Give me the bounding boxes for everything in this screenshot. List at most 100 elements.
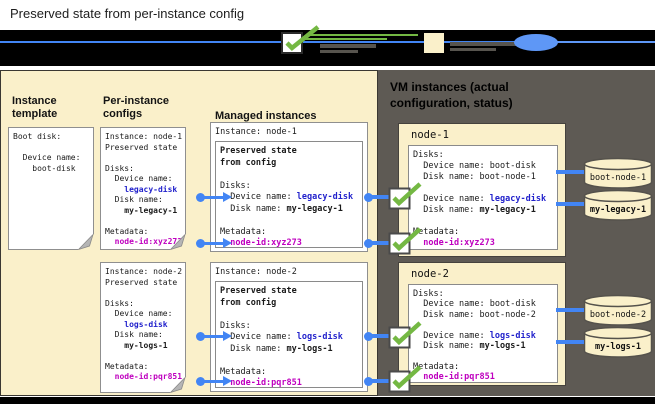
disk-cylinder-boot-node-2: boot-node-2 (583, 294, 653, 326)
connector-line (370, 241, 396, 245)
legend-text-remnant (320, 50, 358, 53)
config-line: Disk name: boot-node-2 (413, 309, 536, 320)
disk-label: my-logs-1 (595, 342, 641, 352)
managed-instance-preserved-state-box-node-1: Preserved state from config Disks: Devic… (215, 141, 363, 248)
applied-check-icon (281, 25, 320, 54)
config-line: node-id:pqr851 (220, 378, 302, 388)
config-line: Metadata: (413, 227, 460, 237)
config-line: boot-disk (13, 163, 76, 173)
applied-check-icon (388, 182, 422, 210)
config-line (105, 288, 183, 299)
connector-arrow-icon (223, 376, 232, 386)
connector-line (203, 380, 223, 383)
connector-line (556, 308, 584, 312)
config-line: node-id:xyz273 (105, 237, 183, 246)
config-line: Disk name: (105, 330, 163, 339)
connector-dot (364, 377, 373, 386)
config-line: Instance: node-1 (105, 132, 183, 141)
config-line: Metadata: (220, 366, 267, 377)
legend-bar (0, 25, 655, 66)
connector-dot (364, 332, 373, 341)
config-line (220, 215, 360, 227)
config-line: Metadata: (105, 361, 149, 371)
config-line: Disks: (105, 163, 134, 173)
connector-line (370, 379, 396, 383)
config-line: Preserved state (220, 146, 297, 156)
config-line (220, 309, 360, 321)
instance-template-header: Instance template (12, 95, 58, 120)
config-line: Device name: legacy-disk (413, 194, 547, 204)
config-line: Device name: boot-disk (413, 299, 536, 310)
managed-instance-preserved-state-box-node-2: Preserved state from config Disks: Devic… (215, 281, 363, 388)
folded-corner-icon (78, 234, 94, 250)
connector-line (556, 202, 584, 206)
disk-cylinder-my-legacy-1: my-legacy-1 (583, 189, 653, 221)
config-line (220, 355, 360, 367)
config-line: Device name: boot-disk (413, 161, 536, 171)
config-line: Preserved state (105, 277, 178, 287)
config-line: my-legacy-1 (105, 205, 178, 215)
config-line: from config (220, 157, 277, 168)
config-line (413, 183, 555, 194)
managed-instances-title: Managed instances (215, 110, 317, 122)
legend-text-remnant (450, 48, 496, 51)
config-line: node-id:xyz273 (220, 238, 302, 248)
config-line: Device name: (105, 309, 173, 318)
config-line: node-id:xyz273 (413, 238, 495, 248)
config-line (413, 320, 555, 330)
config-line (220, 169, 360, 181)
per-instance-config-card-node-2: Instance: node-2 Preserved state Disks: … (100, 262, 186, 393)
config-line: Boot disk: (13, 132, 62, 141)
connector-arrow-icon (223, 192, 232, 202)
disk-cylinder-boot-node-1: boot-node-1 (583, 157, 653, 189)
connector-dot (364, 193, 373, 202)
config-line: Device name: (13, 153, 81, 162)
vm-node-1-title: node-1 (411, 129, 449, 141)
config-line: Metadata: (220, 226, 267, 237)
config-line: Instance: node-2 (215, 267, 297, 277)
connector-line (556, 340, 584, 344)
legend-text-remnant (320, 44, 376, 48)
applied-check-icon (388, 365, 422, 393)
disk-cylinder-my-logs-1: my-logs-1 (583, 326, 653, 358)
config-line (413, 351, 555, 361)
connector-arrow-icon (223, 331, 232, 341)
config-line (105, 216, 183, 227)
config-line: Disks: (105, 298, 134, 308)
config-line: logs-disk (105, 319, 168, 329)
connector-line (203, 196, 223, 199)
connector-line (370, 195, 396, 199)
config-line: Device name: legacy-disk (220, 192, 354, 202)
vm-instances-header: VM instances (actual configuration, stat… (390, 79, 513, 111)
preserved-state-swatch (424, 33, 444, 53)
vm-node-2-title: node-2 (411, 268, 449, 280)
config-line: Device name: (105, 174, 173, 183)
config-line: Disk name: boot-node-1 (413, 172, 536, 182)
footer-bar (0, 397, 655, 404)
config-line: Disk name: my-logs-1 (413, 341, 526, 352)
config-line (105, 153, 183, 164)
disk-label: boot-node-1 (590, 173, 646, 183)
connector-dot (196, 332, 205, 341)
config-line: Disk name: my-logs-1 (220, 343, 333, 354)
applied-motion-line (303, 38, 387, 40)
connector-line (370, 334, 396, 338)
reference-line (0, 41, 655, 43)
config-line (13, 143, 91, 154)
vm-instances-title-line1: VM instances (actual (390, 80, 509, 94)
config-line: node-id:pqr851 (105, 372, 183, 381)
connector-line (203, 335, 223, 338)
config-line: from config (220, 297, 277, 308)
config-line: Disk name: (105, 195, 163, 204)
config-line: Instance: node-1 (215, 127, 297, 137)
connector-dot (364, 239, 373, 248)
connector-dot (196, 377, 205, 386)
connector-line (556, 170, 584, 174)
config-line: Metadata: (413, 361, 460, 372)
config-line: legacy-disk (105, 184, 178, 194)
config-line: Device name: logs-disk (220, 332, 343, 342)
reference-oval (514, 34, 558, 51)
config-line: Disks: (413, 150, 444, 160)
applied-motion-line (306, 34, 418, 36)
